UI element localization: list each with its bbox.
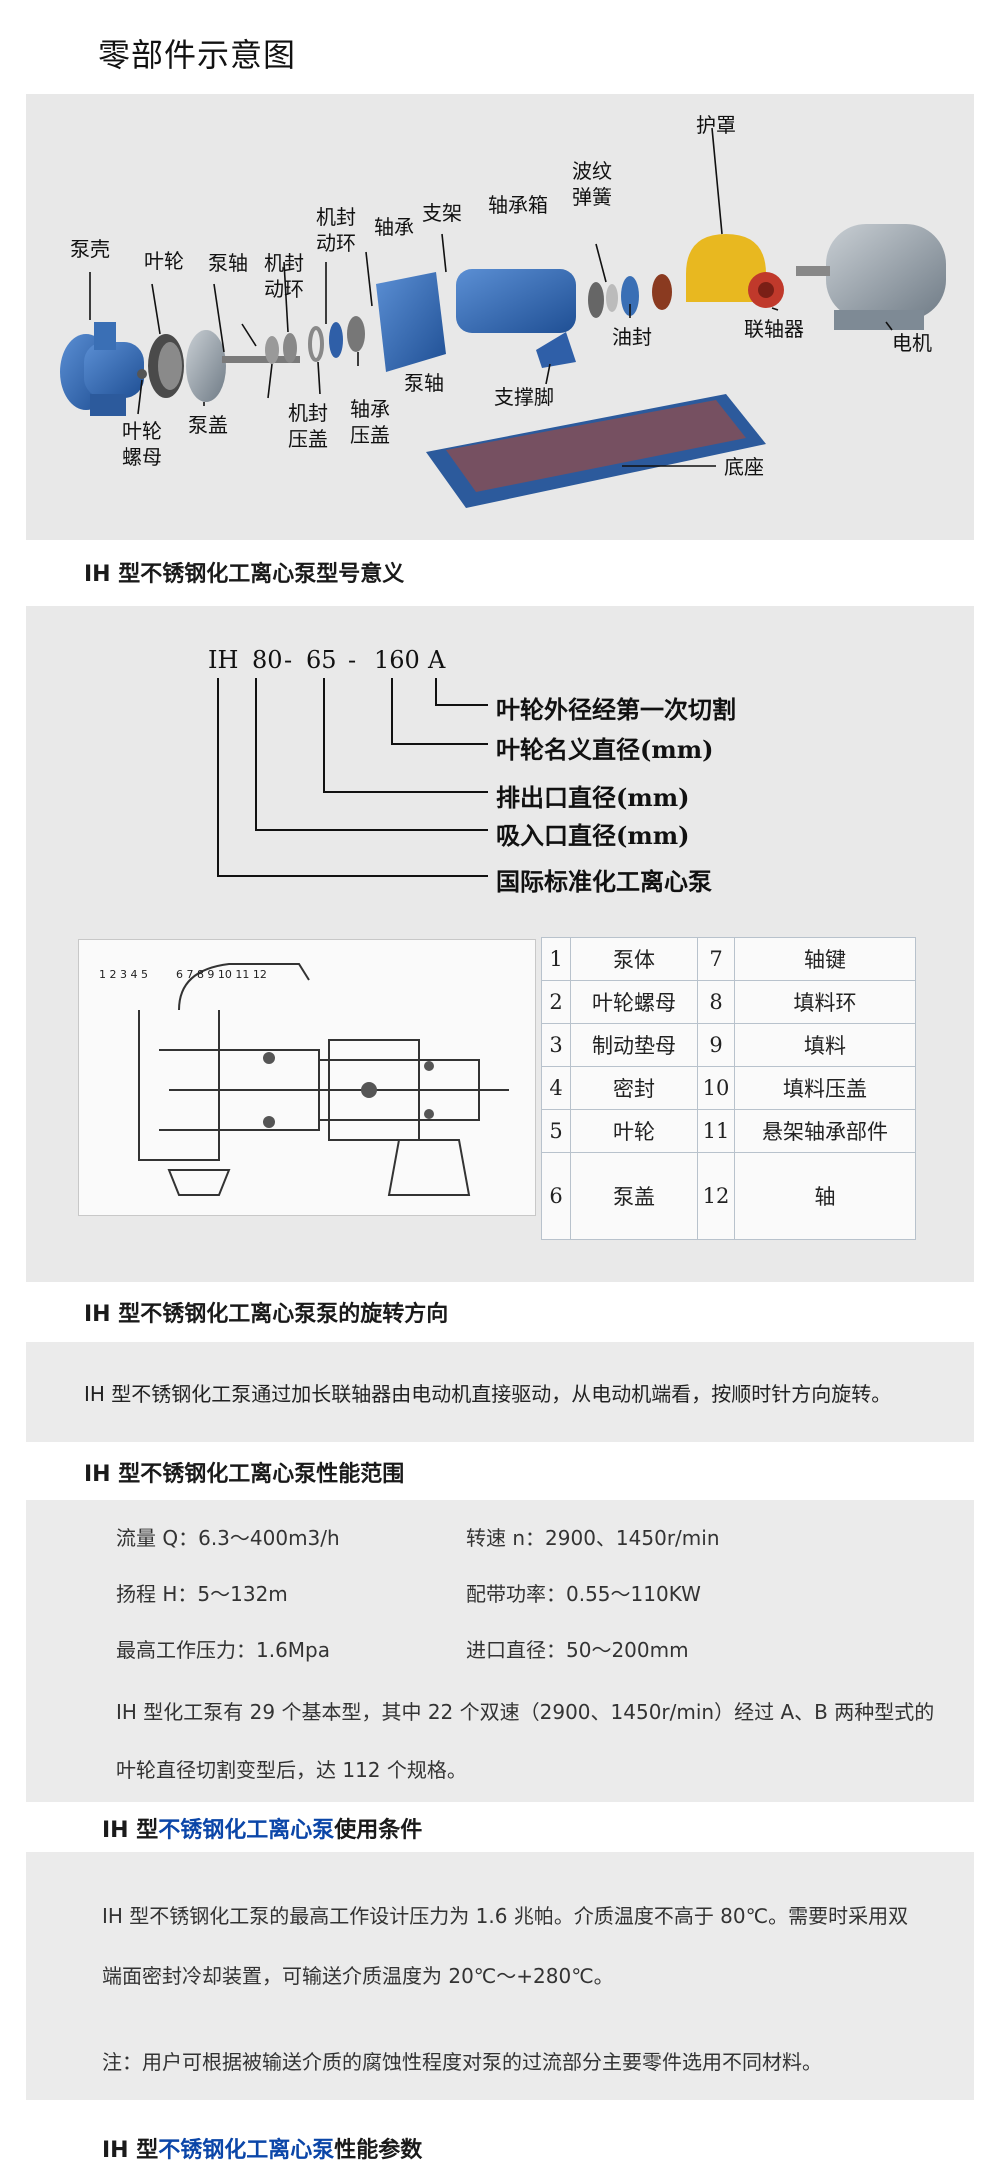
table-cell: 叶轮 — [570, 1109, 698, 1153]
range-panel: 流量 Q：6.3～400m3/h 转速 n：2900、1450r/min 扬程 … — [26, 1500, 974, 1802]
table-cell: 8 — [697, 980, 735, 1024]
label-impeller-nut: 叶轮 螺母 — [122, 419, 162, 469]
code-65: 65 — [306, 646, 337, 674]
label-mech-seal-gland: 机封 压盖 — [288, 401, 328, 451]
conditions-line-2: 端面密封冷却装置，可输送介质温度为 20℃～+280℃。 — [102, 1964, 614, 1988]
table-cell: 泵盖 — [570, 1152, 698, 1240]
code-dash-2: - — [348, 646, 357, 674]
label-pump-shaft-1: 泵轴 — [208, 251, 248, 275]
label-wave-spring: 波纹 弹簧 — [572, 159, 612, 209]
table-row: 4 密封 10 填料压盖 — [541, 1066, 916, 1110]
range-head: 扬程 H：5～132m — [116, 1582, 288, 1606]
range-inlet: 进口直径：50～200mm — [466, 1638, 689, 1662]
label-bearing: 轴承 — [374, 215, 414, 239]
table-cell: 7 — [697, 937, 735, 981]
conditions-note: 注：用户可根据被输送介质的腐蚀性程度对泵的过流部分主要零件选用不同材料。 — [102, 2050, 822, 2074]
table-cell: 2 — [541, 980, 571, 1024]
label-bracket: 支架 — [422, 201, 462, 225]
rotation-panel: IH 型不锈钢化工泵通过加长联轴器由电动机直接驱动，从电动机端看，按顺时针方向旋… — [26, 1342, 974, 1442]
label-pump-casing: 泵壳 — [70, 237, 110, 261]
conditions-line-1: IH 型不锈钢化工泵的最高工作设计压力为 1.6 兆帕。介质温度不高于 80℃。… — [102, 1904, 909, 1928]
meaning-standard-pump: 国际标准化工离心泵 — [496, 867, 712, 896]
table-row: 2 叶轮螺母 8 填料环 — [541, 980, 916, 1024]
label-guard: 护罩 — [696, 113, 736, 137]
page-title: 零部件示意图 — [98, 36, 297, 74]
table-cell: 10 — [697, 1066, 735, 1110]
section-title-range: IH 型不锈钢化工离心泵性能范围 — [84, 1462, 405, 1487]
meaning-impeller-diameter: 叶轮名义直径(mm) — [496, 735, 714, 764]
label-mech-seal-rotor-1: 机封 动环 — [264, 251, 304, 301]
table-cell: 11 — [697, 1109, 735, 1153]
meaning-suction-diameter: 吸入口直径(mm) — [496, 821, 690, 850]
table-cell: 6 — [541, 1152, 571, 1240]
section-title-params: IH 型不锈钢化工离心泵性能参数 — [102, 2132, 422, 2164]
table-cell: 9 — [697, 1023, 735, 1067]
pump-casing-shape — [60, 322, 144, 416]
table-cell: 悬架轴承部件 — [734, 1109, 916, 1153]
range-power: 配带功率：0.55～110KW — [466, 1582, 701, 1606]
section-title-rotation: IH 型不锈钢化工离心泵泵的旋转方向 — [84, 1302, 449, 1327]
code-80: 80 — [252, 646, 283, 674]
label-base: 底座 — [724, 455, 764, 479]
label-bearing-box: 轴承箱 — [488, 193, 548, 217]
code-ih: IH — [208, 646, 239, 674]
parts-diagram: 泵壳 叶轮 叶轮 螺母 泵轴 机封 动环 机封 动环 泵盖 机封 压盖 轴承 轴… — [26, 94, 974, 540]
range-pressure: 最高工作压力：1.6Mpa — [116, 1638, 331, 1662]
label-oil-seal: 油封 — [612, 325, 652, 349]
table-cell: 填料 — [734, 1023, 916, 1067]
section-title-conditions: IH 型不锈钢化工离心泵使用条件 — [102, 1812, 422, 1844]
label-support-foot: 支撑脚 — [494, 385, 554, 409]
table-row: 5 叶轮 11 悬架轴承部件 — [541, 1109, 916, 1153]
label-coupling: 联轴器 — [744, 317, 804, 341]
label-pump-shaft-2: 泵轴 — [404, 371, 444, 395]
drawing-part-numbers: 1 2 3 4 5 6 7 8 9 10 11 12 — [99, 968, 267, 981]
meaning-trim: 叶轮外径经第一次切割 — [496, 695, 736, 724]
label-impeller: 叶轮 — [144, 249, 184, 273]
table-cell: 1 — [541, 937, 571, 981]
table-cell: 密封 — [570, 1066, 698, 1110]
label-motor: 电机 — [892, 331, 932, 355]
table-cell: 制动垫母 — [570, 1023, 698, 1067]
conditions-panel: IH 型不锈钢化工泵的最高工作设计压力为 1.6 兆帕。介质温度不高于 80℃。… — [26, 1852, 974, 2100]
table-row: 3 制动垫母 9 填料 — [541, 1023, 916, 1067]
section-title-model: IH 型不锈钢化工离心泵型号意义 — [84, 562, 405, 587]
table-cell: 5 — [541, 1109, 571, 1153]
table-row: 1 泵体 7 轴键 — [541, 937, 916, 981]
table-cell: 轴 — [734, 1152, 916, 1240]
range-para-1: IH 型化工泵有 29 个基本型，其中 22 个双速（2900、1450r/mi… — [116, 1700, 935, 1724]
parts-table: 1 泵体 7 轴键 2 叶轮螺母 8 填料环 3 制动垫母 9 填料 4 密封 … — [541, 937, 916, 1240]
table-cell: 叶轮螺母 — [570, 980, 698, 1024]
sectional-drawing-svg — [138, 963, 509, 1196]
table-cell: 填料环 — [734, 980, 916, 1024]
rotation-text: IH 型不锈钢化工泵通过加长联轴器由电动机直接驱动，从电动机端看，按顺时针方向旋… — [84, 1382, 892, 1406]
title-suffix: 使用条件 — [334, 1818, 423, 1843]
label-bearing-gland: 轴承 压盖 — [350, 397, 390, 447]
label-pump-cover: 泵盖 — [188, 413, 228, 437]
table-cell: 12 — [697, 1152, 735, 1240]
title-link[interactable]: 不锈钢化工离心泵 — [158, 1818, 335, 1843]
title-prefix: IH 型 — [102, 2138, 159, 2163]
code-160: 160 — [374, 646, 420, 674]
range-para-2: 叶轮直径切割变型后，达 112 个规格。 — [116, 1758, 467, 1782]
code-dash-1: - — [284, 646, 293, 674]
table-cell: 轴键 — [734, 937, 916, 981]
pump-sectional-drawing: 1 2 3 4 5 6 7 8 9 10 11 12 — [78, 939, 536, 1216]
code-a: A — [428, 646, 446, 674]
table-row: 6 泵盖 12 轴 — [541, 1152, 916, 1240]
table-cell: 填料压盖 — [734, 1066, 916, 1110]
table-cell: 4 — [541, 1066, 571, 1110]
model-code-leader-lines — [217, 678, 488, 877]
title-prefix: IH 型 — [102, 1818, 159, 1843]
meaning-discharge-diameter: 排出口直径(mm) — [496, 783, 690, 812]
title-link[interactable]: 不锈钢化工离心泵 — [158, 2138, 335, 2163]
title-suffix: 性能参数 — [334, 2138, 423, 2163]
range-flow: 流量 Q：6.3～400m3/h — [116, 1526, 340, 1550]
range-speed: 转速 n：2900、1450r/min — [466, 1526, 720, 1550]
table-cell: 泵体 — [570, 937, 698, 981]
table-cell: 3 — [541, 1023, 571, 1067]
exploded-pump-illustration — [60, 127, 946, 508]
label-mech-seal-rotor-2: 机封 动环 — [316, 205, 356, 255]
model-panel: IH 80 - 65 - 160 A 叶轮外径经第一次切割 叶轮名义直径(mm)… — [26, 606, 974, 1282]
